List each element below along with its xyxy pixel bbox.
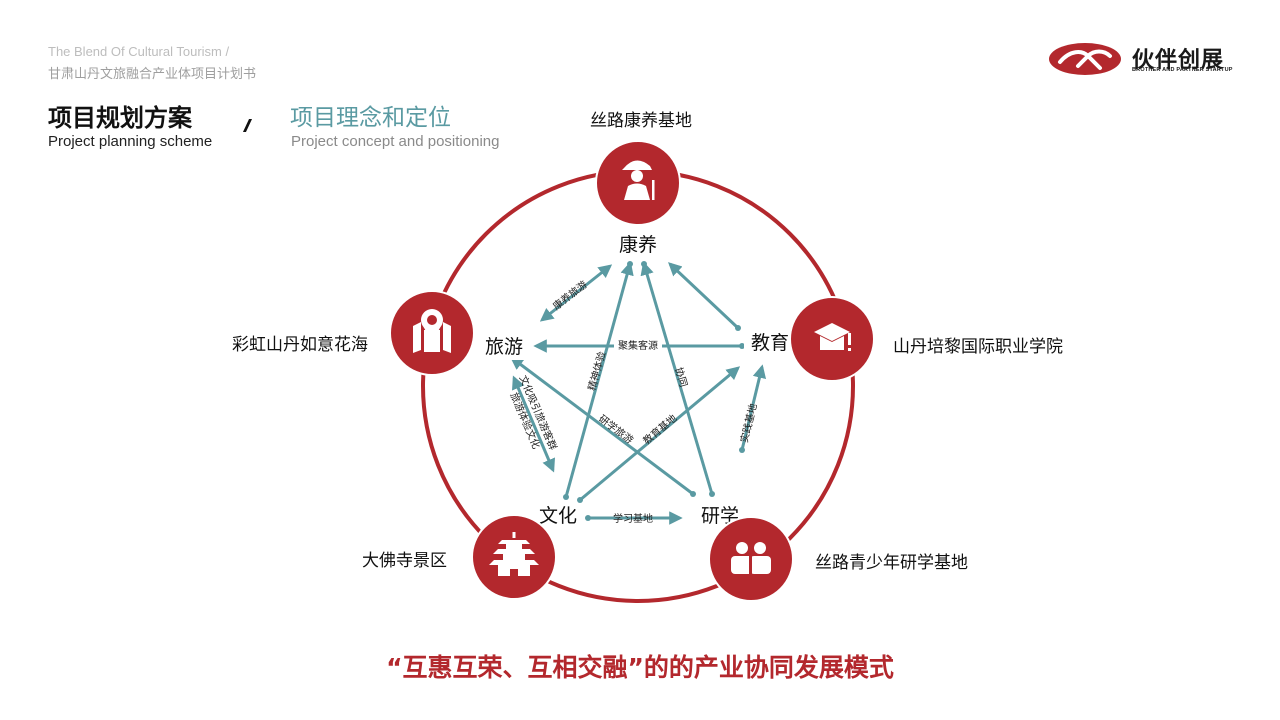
node-lvyou: 旅游	[485, 336, 523, 358]
node-jiaoyu: 教育	[751, 332, 789, 354]
graduation-cap-icon	[814, 323, 851, 351]
page-title-english: Project planning scheme	[48, 133, 213, 150]
edge-label-wenhua-yanxue: 学习基地	[613, 512, 653, 525]
edge-yanxue-jiaoyu	[740, 364, 767, 451]
page-title: 项目规划方案	[48, 104, 192, 132]
site-label-bottom-left: 大佛寺景区	[362, 551, 447, 571]
section-title: 项目理念和定位	[290, 105, 451, 131]
map-pin-icon	[413, 309, 451, 353]
edge-label-kangyang-lvyou: 康养旅游	[550, 278, 590, 313]
edge-kangyang-lvyou	[539, 264, 613, 322]
brand-name: 伙伴创展	[1132, 48, 1225, 73]
section-title-english: Project concept and positioning	[291, 133, 500, 150]
students-icon	[731, 542, 771, 574]
node-wenhua: 文化	[539, 505, 577, 527]
edge-label-yanxue-lvyou: 研学旅游	[596, 412, 636, 446]
site-circle-left	[389, 290, 475, 376]
pagoda-icon	[489, 532, 539, 576]
elderly-person-icon	[622, 160, 655, 200]
edge-lvyou-wenhua	[512, 375, 555, 473]
site-circle-bottom-right	[708, 516, 794, 602]
site-label-bottom-right: 丝路青少年研学基地	[815, 553, 968, 573]
edge-label-wenhua-kangyang: 精神体验	[585, 350, 609, 392]
brand-tagline: BROTHER AND PARTNER STARTUP	[1132, 67, 1233, 73]
site-circle-bottom-left	[471, 514, 557, 600]
edge-wenhua-jiaoyu	[579, 366, 741, 502]
header-chinese: 甘肃山丹文旅融合产业体项目计划书	[48, 67, 257, 82]
slogan: “互惠互荣、互相交融”的的产业协同发展模式	[386, 653, 894, 682]
edge-wenhua-kangyang	[564, 261, 634, 498]
brand-logo-icon	[1049, 43, 1121, 75]
site-label-left: 彩虹山丹如意花海	[232, 335, 368, 355]
node-kangyang: 康养	[619, 234, 657, 256]
edge-label-jiaoyu-lvyou: 聚集客源	[618, 339, 658, 352]
edge-jiaoyu-kangyang	[668, 262, 740, 330]
site-label-top: 丝路康养基地	[590, 111, 692, 131]
edge-label-yanxue-jiaoyu: 实践基地	[737, 402, 759, 444]
site-circle-top	[595, 140, 681, 226]
header-english: The Blend Of Cultural Tourism /	[48, 44, 230, 59]
edge-label-yanxue-kangyang: 协同	[672, 366, 690, 389]
site-label-right: 山丹培黎国际职业学院	[893, 337, 1063, 357]
edge-label-wenhua-jiaoyu: 教育基地	[640, 411, 679, 447]
edge-yanxue-kangyang	[640, 261, 714, 495]
site-circle-right	[789, 296, 875, 382]
node-yanxue: 研学	[701, 505, 739, 527]
